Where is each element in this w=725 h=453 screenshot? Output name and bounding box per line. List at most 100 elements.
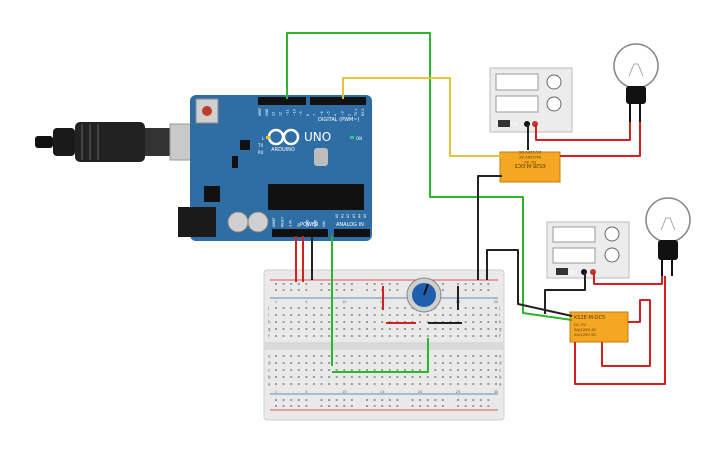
breadboard-hole[interactable] bbox=[335, 289, 338, 291]
breadboard-hole[interactable] bbox=[328, 283, 331, 285]
breadboard-hole[interactable] bbox=[434, 314, 437, 316]
breadboard-hole[interactable] bbox=[381, 405, 384, 407]
breadboard-hole[interactable] bbox=[290, 328, 293, 330]
breadboard-hole[interactable] bbox=[479, 307, 482, 309]
breadboard-hole[interactable] bbox=[434, 328, 437, 330]
breadboard-hole[interactable] bbox=[282, 283, 285, 285]
breadboard-hole[interactable] bbox=[320, 321, 323, 323]
breadboard-hole[interactable] bbox=[373, 362, 376, 364]
breadboard-hole[interactable] bbox=[290, 362, 293, 364]
breadboard-hole[interactable] bbox=[434, 362, 437, 364]
breadboard-hole[interactable] bbox=[275, 399, 277, 401]
breadboard-hole[interactable] bbox=[441, 314, 444, 316]
breadboard-hole[interactable] bbox=[464, 335, 467, 337]
breadboard-hole[interactable] bbox=[350, 335, 353, 337]
breadboard-hole[interactable] bbox=[396, 335, 399, 337]
breadboard-hole[interactable] bbox=[464, 369, 467, 371]
digital-header-left[interactable] bbox=[258, 97, 306, 105]
breadboard-hole[interactable] bbox=[479, 376, 482, 378]
analog-header[interactable] bbox=[334, 229, 370, 237]
breadboard-hole[interactable] bbox=[275, 355, 277, 357]
breadboard-hole[interactable] bbox=[449, 369, 452, 371]
breadboard-hole[interactable] bbox=[403, 376, 406, 378]
breadboard-hole[interactable] bbox=[373, 283, 376, 285]
breadboard-hole[interactable] bbox=[388, 283, 391, 285]
breadboard-hole[interactable] bbox=[335, 383, 338, 385]
breadboard-hole[interactable] bbox=[275, 376, 277, 378]
breadboard-hole[interactable] bbox=[403, 328, 406, 330]
breadboard-hole[interactable] bbox=[411, 405, 414, 407]
breadboard-hole[interactable] bbox=[297, 328, 300, 330]
breadboard-hole[interactable] bbox=[350, 405, 353, 407]
breadboard-hole[interactable] bbox=[396, 399, 399, 401]
breadboard-hole[interactable] bbox=[312, 376, 315, 378]
breadboard-hole[interactable] bbox=[495, 376, 497, 378]
breadboard-hole[interactable] bbox=[290, 383, 293, 385]
breadboard-hole[interactable] bbox=[358, 321, 361, 323]
breadboard-hole[interactable] bbox=[312, 307, 315, 309]
breadboard-hole[interactable] bbox=[396, 383, 399, 385]
breadboard-hole[interactable] bbox=[320, 405, 323, 407]
breadboard-hole[interactable] bbox=[403, 369, 406, 371]
breadboard-hole[interactable] bbox=[358, 355, 361, 357]
breadboard-hole[interactable] bbox=[441, 328, 444, 330]
breadboard-hole[interactable] bbox=[358, 383, 361, 385]
breadboard-hole[interactable] bbox=[282, 376, 285, 378]
power-supply-bottom[interactable]: ON bbox=[546, 221, 630, 279]
breadboard-hole[interactable] bbox=[426, 399, 429, 401]
breadboard-hole[interactable] bbox=[373, 376, 376, 378]
breadboard-hole[interactable] bbox=[411, 328, 414, 330]
breadboard-hole[interactable] bbox=[297, 362, 300, 364]
breadboard-hole[interactable] bbox=[282, 321, 285, 323]
breadboard-hole[interactable] bbox=[472, 355, 475, 357]
breadboard-hole[interactable] bbox=[312, 328, 315, 330]
breadboard-hole[interactable] bbox=[479, 289, 482, 291]
knob-icon[interactable] bbox=[604, 226, 620, 242]
breadboard-hole[interactable] bbox=[282, 307, 285, 309]
breadboard-hole[interactable] bbox=[275, 362, 277, 364]
breadboard-hole[interactable] bbox=[358, 328, 361, 330]
breadboard-hole[interactable] bbox=[358, 307, 361, 309]
breadboard-hole[interactable] bbox=[343, 289, 346, 291]
breadboard-hole[interactable] bbox=[305, 321, 308, 323]
breadboard-hole[interactable] bbox=[411, 355, 414, 357]
breadboard-hole[interactable] bbox=[312, 314, 315, 316]
breadboard-hole[interactable] bbox=[328, 376, 331, 378]
breadboard-hole[interactable] bbox=[373, 399, 376, 401]
breadboard-hole[interactable] bbox=[343, 405, 346, 407]
breadboard-hole[interactable] bbox=[419, 328, 422, 330]
breadboard-hole[interactable] bbox=[366, 376, 369, 378]
breadboard-hole[interactable] bbox=[403, 307, 406, 309]
breadboard-hole[interactable] bbox=[495, 321, 497, 323]
breadboard-hole[interactable] bbox=[320, 376, 323, 378]
breadboard-hole[interactable] bbox=[290, 307, 293, 309]
breadboard-hole[interactable] bbox=[464, 307, 467, 309]
breadboard-hole[interactable] bbox=[381, 314, 384, 316]
breadboard-hole[interactable] bbox=[328, 355, 331, 357]
breadboard-hole[interactable] bbox=[457, 383, 460, 385]
breadboard-hole[interactable] bbox=[396, 355, 399, 357]
breadboard-hole[interactable] bbox=[487, 376, 490, 378]
relay-bottom[interactable]: KS2E-M-DC5 DC 5V 5A/120V AC 2A/125V DC bbox=[569, 311, 629, 343]
breadboard-hole[interactable] bbox=[464, 405, 467, 407]
breadboard-hole[interactable] bbox=[275, 307, 277, 309]
breadboard-hole[interactable] bbox=[290, 369, 293, 371]
breadboard-hole[interactable] bbox=[328, 383, 331, 385]
breadboard-hole[interactable] bbox=[290, 405, 293, 407]
breadboard-hole[interactable] bbox=[396, 328, 399, 330]
breadboard-hole[interactable] bbox=[388, 355, 391, 357]
breadboard-hole[interactable] bbox=[472, 335, 475, 337]
breadboard-hole[interactable] bbox=[350, 355, 353, 357]
breadboard-hole[interactable] bbox=[297, 335, 300, 337]
breadboard-hole[interactable] bbox=[373, 383, 376, 385]
breadboard-hole[interactable] bbox=[343, 399, 346, 401]
breadboard-hole[interactable] bbox=[328, 399, 331, 401]
breadboard-hole[interactable] bbox=[320, 369, 323, 371]
breadboard-hole[interactable] bbox=[441, 399, 444, 401]
breadboard-hole[interactable] bbox=[388, 376, 391, 378]
power-switch[interactable] bbox=[498, 120, 510, 127]
breadboard-hole[interactable] bbox=[297, 355, 300, 357]
breadboard-hole[interactable] bbox=[472, 399, 475, 401]
breadboard-hole[interactable] bbox=[282, 289, 285, 291]
breadboard-hole[interactable] bbox=[487, 355, 490, 357]
